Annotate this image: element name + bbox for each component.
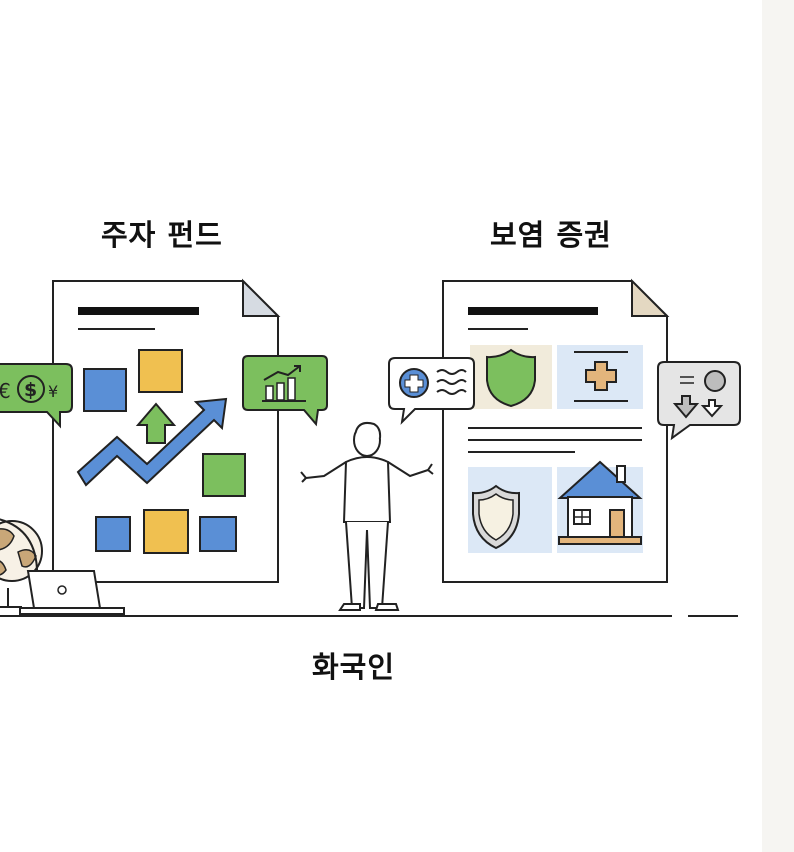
insurance-policy-title: 보염 증권: [490, 218, 612, 252]
yellow-square: [138, 349, 183, 393]
blue-square: [95, 516, 131, 552]
health-insurance-bubble-icon: [388, 357, 475, 425]
yellow-square: [143, 509, 189, 554]
svg-text:$: $: [24, 379, 37, 401]
blue-square: [199, 516, 237, 552]
up-arrow-icon: [135, 402, 177, 444]
trend-arrow-icon: [76, 397, 228, 487]
stock-fund-document: [52, 278, 281, 583]
svg-text:¥: ¥: [48, 382, 58, 401]
currency-bubble-icon: € $ ¥: [0, 363, 73, 429]
house-icon: [557, 460, 643, 545]
insurance-policy-document: [442, 278, 670, 583]
blue-square: [83, 368, 127, 412]
green-square: [202, 453, 246, 497]
svg-text:€: €: [0, 379, 11, 403]
laptop-icon: [19, 570, 125, 615]
globe-icon: [0, 518, 43, 608]
medical-cross-icon: [585, 361, 617, 391]
downward-arrows-bubble-icon: [657, 361, 741, 441]
side-margin: [762, 0, 794, 852]
illustration: € $ ¥: [0, 278, 741, 617]
growth-chart-bubble-icon: [242, 355, 328, 427]
shield-icon: [486, 348, 536, 408]
stock-fund-title: 주자 펀드: [101, 218, 223, 252]
person-shrugging-icon: [300, 421, 434, 611]
person-caption: 화국인: [312, 650, 396, 684]
